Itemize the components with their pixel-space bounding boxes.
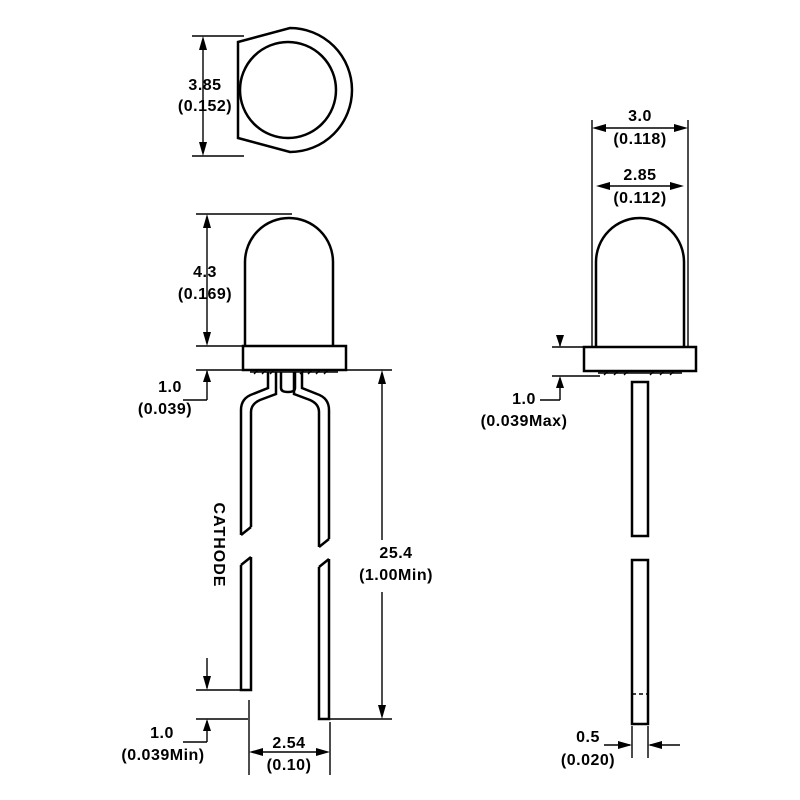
lead-width-arrow-left (618, 741, 632, 749)
flange-width-arrow-right (674, 124, 688, 132)
lead-length-arrow-down (378, 705, 386, 719)
lens-width-arrow-right (670, 182, 684, 190)
lead-spacing-arrow-left (249, 748, 263, 756)
lead-offset-in: (0.039Min) (121, 747, 204, 764)
side-lead (630, 380, 650, 726)
lead-width-in: (0.020) (561, 752, 615, 769)
lead-length-arrow-up (378, 370, 386, 384)
lens-width-arrow-left (596, 182, 610, 190)
cathode-lead (239, 372, 278, 692)
lens-width-mm: 2.85 (623, 167, 656, 184)
anode-lead (292, 372, 331, 721)
lead-length-mm: 25.4 (379, 545, 412, 562)
lens-height-in: (0.169) (178, 286, 232, 303)
lead-spacing-mm: 2.54 (272, 735, 305, 752)
flange-width-arrow-left (592, 124, 606, 132)
top-diameter-in: (0.152) (178, 98, 232, 115)
top-diameter-arrow-up (199, 36, 207, 50)
lead-spacing-arrow-right (316, 748, 330, 756)
flange-gap-mm: 1.0 (158, 379, 182, 396)
flange-gap-arrow (203, 370, 211, 382)
flange-width-in: (0.118) (613, 131, 666, 148)
side-gap-mm: 1.0 (512, 391, 536, 408)
lead-offset-arrow-down (203, 676, 211, 690)
lens-height-mm: 4.3 (193, 264, 217, 281)
lead-length-in: (1.00Min) (359, 567, 433, 584)
flange-gap-in: (0.039) (138, 401, 192, 418)
front-lens-outline (243, 216, 335, 346)
lead-offset-arrow-up (203, 719, 211, 731)
side-lens-outline (594, 216, 686, 347)
side-gap-in: (0.039Max) (481, 413, 568, 430)
front-view: 4.3 (0.169) 1.0 (0.039) CATHODE 25.4 (1.… (121, 213, 433, 775)
side-view: 3.0 (0.118) 2.85 (0.112) 1.0 (0.039Max) … (481, 108, 698, 769)
side-flange (582, 345, 698, 373)
top-view-outer-outline (236, 26, 354, 154)
lens-height-arrow-up (203, 214, 211, 228)
lead-spacing-in: (0.10) (267, 757, 312, 774)
lens-height-arrow-down (203, 332, 211, 346)
lead-width-arrow-right (648, 741, 662, 749)
top-diameter-arrow-down (199, 142, 207, 156)
lead-offset-mm: 1.0 (150, 725, 174, 742)
lead-width-mm: 0.5 (576, 729, 600, 746)
top-view: 3.85 (0.152) (178, 26, 354, 157)
side-gap-arrow-up (556, 376, 564, 388)
flange-width-mm: 3.0 (628, 108, 652, 125)
cathode-label: CATHODE (210, 503, 227, 588)
top-view-lens-circle (238, 40, 338, 140)
side-underside-hatch (598, 370, 682, 376)
front-flange (241, 344, 348, 372)
top-diameter-mm: 3.85 (188, 77, 221, 94)
lens-width-in: (0.112) (613, 190, 666, 207)
side-gap-arrow-down (556, 335, 564, 347)
